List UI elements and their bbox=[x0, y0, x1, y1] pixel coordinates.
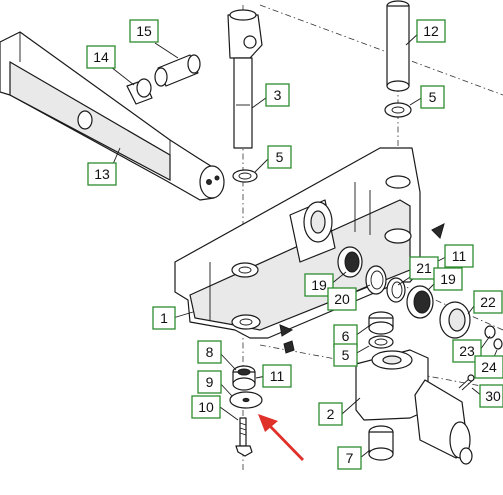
callout-labels: 15 14 13 3 5 12 5 11 21 19 19 20 22 23 2… bbox=[86, 19, 503, 470]
svg-text:22: 22 bbox=[480, 294, 496, 310]
svg-text:11: 11 bbox=[452, 248, 467, 264]
washer-part-24 bbox=[493, 338, 503, 350]
bearing-part-19-left bbox=[337, 246, 363, 278]
svg-text:5: 5 bbox=[342, 347, 350, 363]
bearing-part-19-right bbox=[406, 285, 434, 319]
direction-marker-right bbox=[431, 223, 445, 239]
cotter-pin-part-30 bbox=[458, 374, 475, 391]
svg-text:11: 11 bbox=[270, 368, 285, 384]
callout-13: 13 bbox=[87, 162, 117, 186]
callout-3: 3 bbox=[265, 83, 290, 107]
callout-14: 14 bbox=[86, 45, 116, 69]
svg-text:19: 19 bbox=[440, 271, 456, 287]
callout-7: 7 bbox=[337, 446, 362, 470]
callout-5-center: 5 bbox=[333, 343, 358, 367]
bushing-part-7 bbox=[368, 425, 394, 461]
svg-text:7: 7 bbox=[346, 450, 354, 466]
callout-2: 2 bbox=[318, 402, 343, 426]
bushing-part-14 bbox=[126, 78, 153, 105]
washer-part-5-upper-right bbox=[384, 102, 412, 118]
svg-text:10: 10 bbox=[198, 399, 214, 415]
callout-5-upper-right: 5 bbox=[420, 85, 445, 109]
hub-cap-part-22 bbox=[439, 301, 471, 339]
callout-20: 20 bbox=[327, 287, 357, 311]
callout-1: 1 bbox=[152, 306, 176, 330]
callout-19-left: 19 bbox=[304, 273, 334, 297]
washer-part-5-center bbox=[368, 335, 394, 349]
svg-text:15: 15 bbox=[136, 23, 152, 39]
svg-text:5: 5 bbox=[276, 149, 284, 165]
stub-axle-part-2 bbox=[355, 349, 473, 465]
svg-text:9: 9 bbox=[206, 374, 214, 390]
svg-text:3: 3 bbox=[274, 87, 282, 103]
svg-text:19: 19 bbox=[311, 277, 327, 293]
svg-text:8: 8 bbox=[206, 344, 214, 360]
callout-30: 30 bbox=[479, 384, 503, 408]
svg-text:30: 30 bbox=[485, 388, 501, 404]
nut-part-23 bbox=[484, 325, 496, 339]
callout-5-upper-left: 5 bbox=[267, 145, 292, 169]
callout-23: 23 bbox=[452, 339, 482, 363]
callout-11-left: 11 bbox=[262, 364, 292, 388]
callout-8: 8 bbox=[197, 340, 222, 364]
svg-text:20: 20 bbox=[334, 291, 350, 307]
callout-21: 21 bbox=[409, 256, 439, 280]
svg-text:12: 12 bbox=[423, 23, 439, 39]
callout-22: 22 bbox=[473, 290, 503, 314]
svg-text:1: 1 bbox=[160, 310, 168, 326]
kingpin-part-3 bbox=[227, 9, 263, 149]
washer-part-9 bbox=[229, 391, 263, 409]
svg-text:14: 14 bbox=[93, 49, 109, 65]
washer-part-5-upper-left bbox=[232, 169, 258, 183]
direction-marker-left bbox=[279, 324, 294, 337]
svg-text:6: 6 bbox=[342, 328, 350, 344]
svg-text:2: 2 bbox=[327, 406, 335, 422]
callout-11-right: 11 bbox=[444, 244, 474, 268]
ring-part-21 bbox=[386, 277, 406, 303]
grease-nipple-part-11-left bbox=[283, 340, 295, 354]
seal-part-8 bbox=[232, 365, 256, 391]
seal-part-20 bbox=[365, 265, 387, 295]
callout-24: 24 bbox=[474, 355, 503, 379]
svg-text:21: 21 bbox=[416, 260, 432, 276]
svg-text:23: 23 bbox=[459, 343, 475, 359]
svg-text:24: 24 bbox=[481, 359, 497, 375]
bushing-part-15 bbox=[154, 54, 201, 87]
svg-text:13: 13 bbox=[94, 166, 110, 182]
seal-part-6 bbox=[368, 311, 394, 335]
kingpin-part-12 bbox=[386, 0, 410, 92]
svg-text:5: 5 bbox=[429, 89, 437, 105]
callout-12: 12 bbox=[416, 19, 446, 43]
callout-10: 10 bbox=[191, 395, 221, 419]
callout-9: 9 bbox=[197, 370, 222, 394]
axle-beam-part-1 bbox=[174, 147, 421, 339]
callout-19-right: 19 bbox=[433, 267, 463, 291]
bolt-part-10 bbox=[235, 417, 253, 457]
highlight-arrow bbox=[258, 414, 305, 461]
callout-15: 15 bbox=[129, 19, 159, 43]
arm-part-13 bbox=[0, 31, 225, 201]
